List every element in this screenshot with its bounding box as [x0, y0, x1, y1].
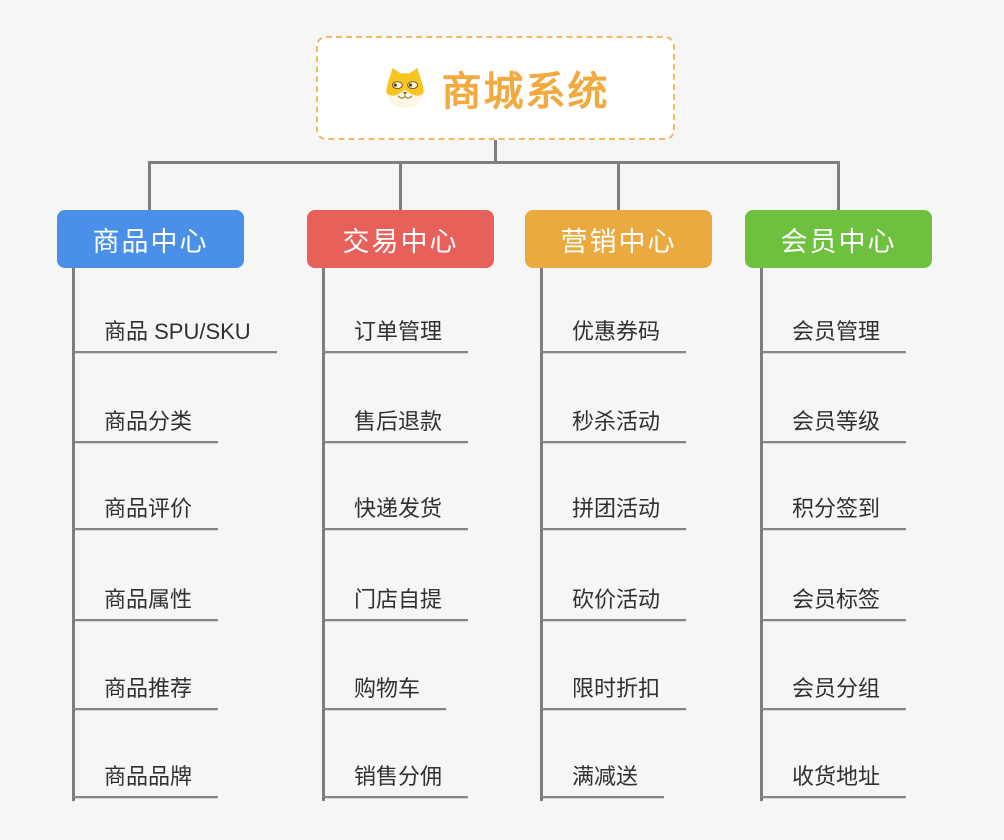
branch-member-center: 会员中心 会员管理 会员等级 积分签到 会员标签 会员分组 收货地址: [745, 210, 932, 801]
leaf-node[interactable]: 售后退款: [322, 408, 469, 443]
leaf-node[interactable]: 秒杀活动: [540, 408, 687, 443]
leaf-node[interactable]: 收货地址: [760, 763, 907, 798]
leaf-node[interactable]: 会员分组: [760, 675, 907, 710]
branch-header-member-center[interactable]: 会员中心: [745, 210, 932, 268]
branch-header-trade-center[interactable]: 交易中心: [307, 210, 494, 268]
branch-trunk-line: 会员管理 会员等级 积分签到 会员标签 会员分组 收货地址: [760, 268, 907, 801]
leaf-node[interactable]: 积分签到: [760, 495, 907, 530]
leaf-node[interactable]: 满减送: [540, 763, 665, 798]
branch-marketing-center: 营销中心 优惠券码 秒杀活动 拼团活动 砍价活动 限时折扣 满减送: [525, 210, 712, 801]
leaf-node[interactable]: 商品分类: [72, 408, 219, 443]
connector-drop-4: [837, 161, 840, 211]
leaf-node[interactable]: 限时折扣: [540, 675, 687, 710]
connector-drop-3: [617, 161, 620, 211]
connector-drop-2: [399, 161, 402, 211]
leaf-node[interactable]: 会员标签: [760, 586, 907, 621]
leaf-node[interactable]: 商品 SPU/SKU: [72, 318, 277, 353]
leaf-node[interactable]: 商品评价: [72, 495, 219, 530]
connector-bus: [148, 161, 840, 164]
shiba-dog-icon: [382, 67, 428, 109]
branch-header-marketing-center[interactable]: 营销中心: [525, 210, 712, 268]
leaf-node[interactable]: 销售分佣: [322, 763, 469, 798]
leaf-node[interactable]: 商品推荐: [72, 675, 219, 710]
leaf-node[interactable]: 砍价活动: [540, 586, 687, 621]
leaf-node[interactable]: 优惠券码: [540, 318, 687, 353]
branch-product-center: 商品中心 商品 SPU/SKU 商品分类 商品评价 商品属性 商品推荐 商品品牌: [57, 210, 277, 801]
branch-trade-center: 交易中心 订单管理 售后退款 快递发货 门店自提 购物车 销售分佣: [307, 210, 494, 801]
connector-drop-1: [148, 161, 151, 211]
leaf-node[interactable]: 购物车: [322, 675, 447, 710]
branch-trunk-line: 订单管理 售后退款 快递发货 门店自提 购物车 销售分佣: [322, 268, 469, 801]
branch-trunk-line: 优惠券码 秒杀活动 拼团活动 砍价活动 限时折扣 满减送: [540, 268, 687, 801]
connector-root-stub: [494, 139, 497, 162]
leaf-node[interactable]: 会员等级: [760, 408, 907, 443]
root-node[interactable]: 商城系统: [316, 36, 675, 140]
leaf-node[interactable]: 会员管理: [760, 318, 907, 353]
root-title: 商城系统: [441, 70, 610, 114]
leaf-node[interactable]: 商品品牌: [72, 763, 219, 798]
leaf-node[interactable]: 门店自提: [322, 586, 469, 621]
leaf-node[interactable]: 订单管理: [322, 318, 469, 353]
leaf-node[interactable]: 快递发货: [322, 495, 469, 530]
branch-trunk-line: 商品 SPU/SKU 商品分类 商品评价 商品属性 商品推荐 商品品牌: [72, 268, 277, 801]
leaf-node[interactable]: 拼团活动: [540, 495, 687, 530]
leaf-node[interactable]: 商品属性: [72, 586, 219, 621]
branch-header-product-center[interactable]: 商品中心: [57, 210, 244, 268]
